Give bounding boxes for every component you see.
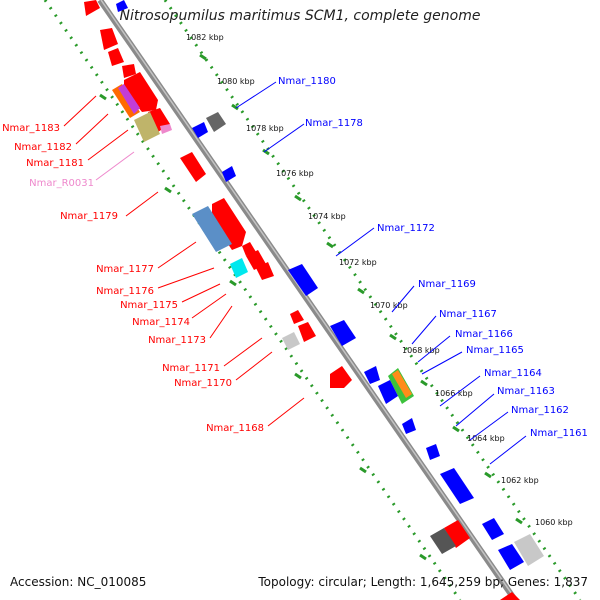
scale-label: 1068 kbp (402, 346, 440, 355)
gene-gray (206, 112, 226, 132)
genome-backbone (97, 0, 518, 600)
gene-reverse (364, 366, 380, 384)
scale-label: 1066 kbp (435, 389, 473, 398)
gene-reverse (116, 0, 128, 12)
gene-forward (298, 322, 316, 342)
scale-label: 1064 kbp (467, 434, 505, 443)
gene-reverse (426, 444, 440, 460)
scale-label: 1082 kbp (186, 33, 224, 42)
rna-callout-line (95, 151, 135, 181)
gene-label: Nmar_1176 (96, 286, 154, 297)
gene-forward (242, 242, 256, 256)
scale-label: 1080 kbp (217, 77, 255, 86)
gene-forward (122, 64, 136, 78)
gene-label: Nmar_1181 (26, 158, 84, 169)
gene-label: Nmar_1162 (511, 405, 569, 416)
gene-multicolor-stripe (118, 84, 140, 114)
gene-lightgray (282, 332, 300, 350)
gene-forward (212, 198, 246, 250)
right-gene-labels: Nmar_1180 Nmar_1178 Nmar_1172 Nmar_1169 … (278, 76, 588, 439)
gene-label: Nmar_1170 (174, 378, 232, 389)
gene-forward (108, 48, 124, 66)
scale-label: 1076 kbp (276, 169, 314, 178)
gene-reverse (222, 166, 236, 182)
gene-reverse (498, 544, 524, 570)
gene-forward (246, 250, 266, 270)
gene-label: Nmar_1168 (206, 423, 264, 434)
gene-forward (256, 262, 274, 280)
gene-label: Nmar_1174 (132, 317, 190, 328)
gene-reverse (402, 418, 416, 434)
gene-lightgray (514, 534, 544, 566)
scale-labels: 1082 kbp 1080 kbp 1078 kbp 1076 kbp 1074… (186, 33, 573, 527)
rna-gene (160, 124, 172, 134)
right-callout-lines (235, 81, 527, 465)
gene-label: Nmar_1161 (530, 428, 588, 439)
left-major-ticks (99, 93, 427, 561)
reverse-genes (116, 0, 524, 570)
gene-label: Nmar_1172 (377, 223, 435, 234)
map-title: Nitrosopumilus maritimus SCM1, complete … (119, 8, 481, 24)
gene-label: Nmar_1183 (2, 123, 60, 134)
scale-label: 1060 kbp (535, 518, 573, 527)
scale-label: 1072 kbp (339, 258, 377, 267)
outer-tick-track-right (163, 0, 582, 600)
outer-tick-track-left (43, 0, 462, 600)
gene-reverse (192, 122, 208, 138)
gene-reverse (288, 264, 318, 296)
gene-label: Nmar_1167 (439, 309, 497, 320)
gene-forward (444, 520, 470, 548)
gene-reverse (482, 518, 504, 540)
scale-label: 1070 kbp (370, 301, 408, 310)
gene-steelblue (192, 206, 232, 252)
gene-reverse (440, 468, 474, 504)
scale-label: 1062 kbp (501, 476, 539, 485)
gene-label: Nmar_1166 (455, 329, 513, 340)
gene-forward (330, 366, 352, 388)
gene-label: Nmar_1179 (60, 211, 118, 222)
gene-darkgray (430, 528, 456, 554)
left-gene-labels: Nmar_1183 Nmar_1182 Nmar_1181 Nmar_R0031… (2, 123, 264, 434)
gene-label: Nmar_1175 (120, 300, 178, 311)
right-major-ticks (199, 53, 523, 525)
gene-forward (84, 0, 100, 16)
feature-blocks (112, 84, 544, 566)
gene-label: Nmar_1177 (96, 264, 154, 275)
gene-reverse (330, 320, 356, 346)
accession-label: Accession: NC_010085 (10, 575, 147, 589)
gene-label: Nmar_1165 (466, 345, 524, 356)
gene-label: Nmar_1164 (484, 368, 542, 379)
gene-label: Nmar_R0031 (29, 178, 94, 189)
gene-cyan (230, 258, 248, 278)
gene-olive (134, 112, 160, 142)
gene-reverse (378, 380, 398, 404)
gene-forward (180, 152, 206, 182)
gene-label: Nmar_1171 (162, 363, 220, 374)
gene-label: Nmar_1178 (305, 118, 363, 129)
gene-forward (500, 592, 520, 600)
scale-label: 1078 kbp (246, 124, 284, 133)
genome-summary: Topology: circular; Length: 1,645,259 bp… (258, 575, 588, 589)
gene-orange (392, 370, 412, 398)
gene-label: Nmar_1169 (418, 279, 476, 290)
gene-forward (290, 310, 304, 324)
gene-forward (100, 28, 118, 50)
scale-label: 1074 kbp (308, 212, 346, 221)
gene-forward (124, 72, 158, 112)
gene-label: Nmar_1180 (278, 76, 336, 87)
gene-label: Nmar_1163 (497, 386, 555, 397)
gene-label: Nmar_1173 (148, 335, 206, 346)
gene-label: Nmar_1182 (14, 142, 72, 153)
left-callout-lines (63, 95, 305, 427)
